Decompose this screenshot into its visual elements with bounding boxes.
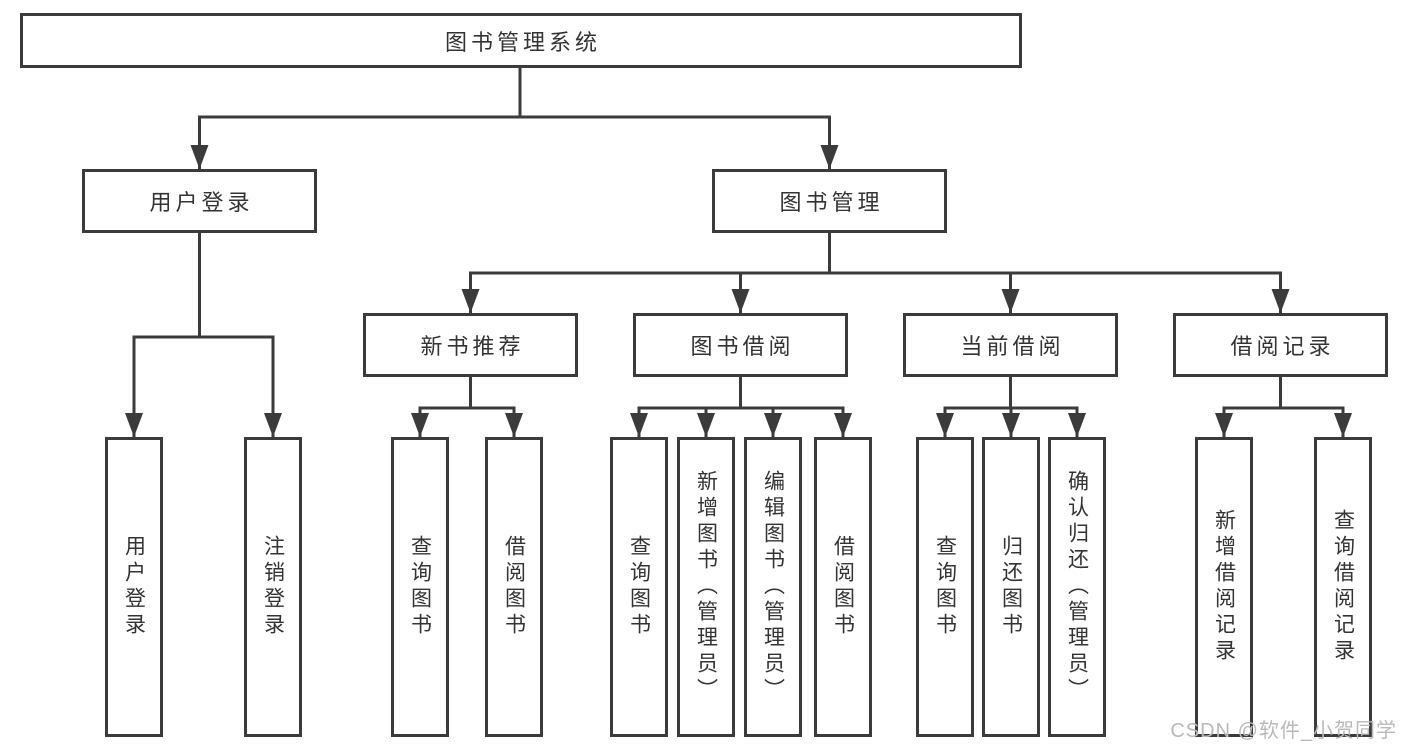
node-label: 借阅记录 [1230, 334, 1335, 359]
node-borrowing-records: 借阅记录 [1173, 313, 1388, 377]
leaf-user-login: 用户登录 [105, 437, 163, 737]
node-label: 图书管理 [779, 190, 884, 215]
node-label: 当前借阅 [960, 334, 1065, 359]
node-label: 新增借阅记录 [1212, 509, 1236, 665]
node-label: 注销登录 [261, 535, 285, 639]
node-book-borrowing: 图书借阅 [633, 313, 848, 377]
csdn-watermark: CSDN @软件_小贺同学 [1170, 720, 1397, 742]
node-library-management-system: 图书管理系统 [20, 13, 1022, 68]
leaf-add-books-admin: 新增图书（管理员） [677, 437, 735, 737]
node-label: 借阅图书 [831, 535, 855, 639]
node-label: 图书管理系统 [444, 29, 601, 55]
node-label: 图书借阅 [690, 334, 795, 359]
node-label: 查询图书 [627, 535, 651, 639]
node-book-management: 图书管理 [712, 169, 947, 233]
node-user-login: 用户登录 [82, 169, 317, 233]
node-label: 用户登录 [122, 535, 146, 639]
node-label: 查询图书 [933, 535, 957, 639]
leaf-edit-books-admin: 编辑图书（管理员） [744, 437, 802, 737]
leaf-return-books: 归还图书 [982, 437, 1040, 737]
leaf-add-borrow-record: 新增借阅记录 [1195, 437, 1253, 737]
leaf-borrow-books: 借阅图书 [814, 437, 872, 737]
leaf-query-books-current: 查询图书 [916, 437, 974, 737]
node-current-borrowing: 当前借阅 [903, 313, 1118, 377]
leaf-confirm-return-admin: 确认归还（管理员） [1048, 437, 1106, 737]
node-label: 确认归还（管理员） [1065, 470, 1089, 704]
node-label: 查询图书 [408, 535, 432, 639]
node-label: 新增图书（管理员） [694, 470, 718, 704]
leaf-query-books-recommend: 查询图书 [391, 437, 449, 737]
node-label: 查询借阅记录 [1331, 509, 1355, 665]
node-label: 新书推荐 [420, 334, 525, 359]
node-label: 用户登录 [149, 190, 254, 215]
leaf-logout: 注销登录 [244, 437, 302, 737]
node-label: 借阅图书 [502, 535, 526, 639]
node-label: 归还图书 [999, 535, 1023, 639]
node-new-book-recommendation: 新书推荐 [363, 313, 578, 377]
leaf-borrow-books-recommend: 借阅图书 [485, 437, 543, 737]
leaf-query-books-borrow: 查询图书 [610, 437, 668, 737]
leaf-query-borrow-record: 查询借阅记录 [1314, 437, 1372, 737]
node-label: 编辑图书（管理员） [761, 470, 785, 704]
